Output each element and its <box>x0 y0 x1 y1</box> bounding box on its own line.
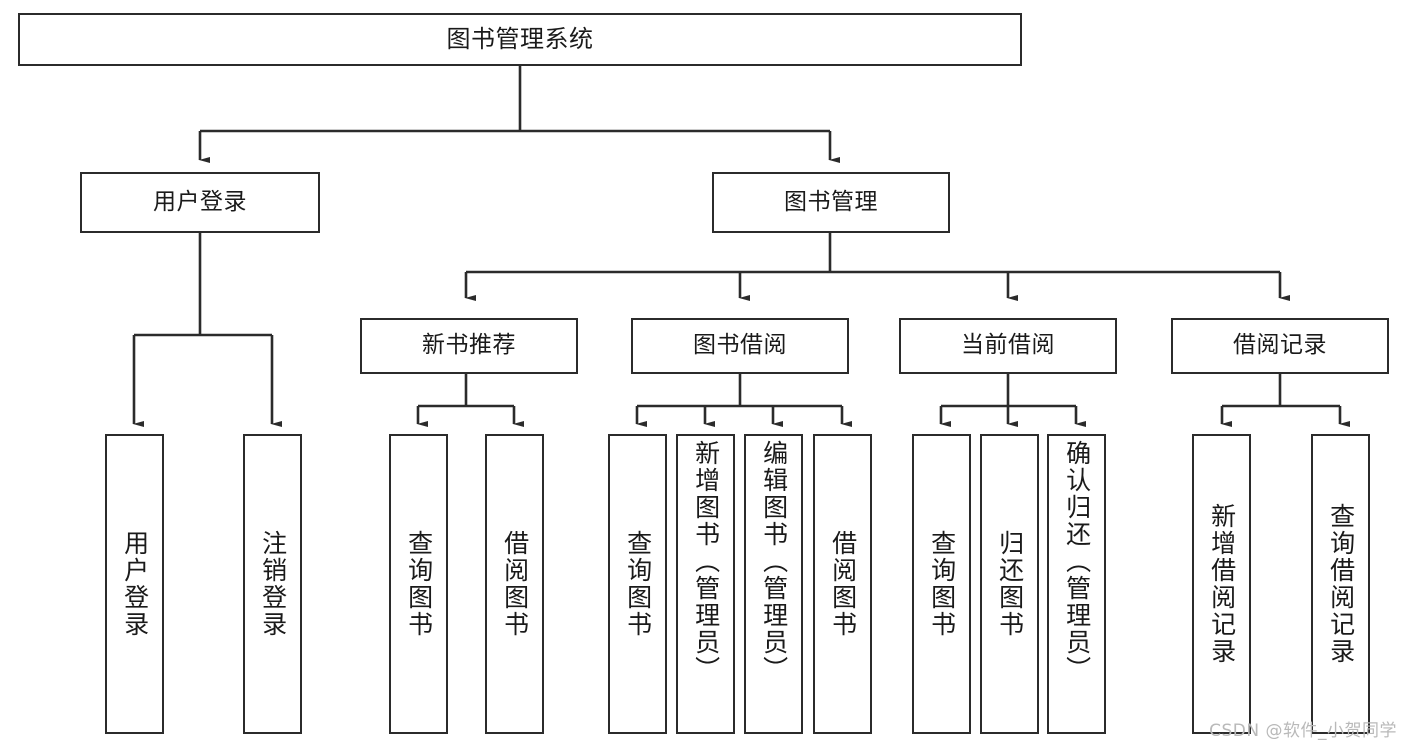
node-label: 新书推荐 <box>422 332 516 359</box>
node-label: 新增借阅记录 <box>1207 503 1237 665</box>
node-root-book-management-system[interactable]: 图书管理系统 <box>18 13 1022 66</box>
leaf-logout-login[interactable]: 注销登录 <box>243 434 302 734</box>
node-label: 用户登录 <box>120 530 150 638</box>
watermark: CSDN @软件_小贺同学 <box>1209 721 1397 741</box>
leaf-add-borrow-record[interactable]: 新增借阅记录 <box>1192 434 1251 734</box>
node-label: 新增图书（管理员） <box>691 440 721 683</box>
node-new-book-recommendation[interactable]: 新书推荐 <box>360 318 578 374</box>
node-label: 查询图书 <box>404 530 434 638</box>
node-label: 查询图书 <box>623 530 653 638</box>
node-label: 归还图书 <box>995 530 1025 638</box>
node-label: 借阅图书 <box>828 530 858 638</box>
node-label: 编辑图书（管理员） <box>759 440 789 683</box>
node-user-login[interactable]: 用户登录 <box>80 172 320 233</box>
leaf-query-borrow-record[interactable]: 查询借阅记录 <box>1311 434 1370 734</box>
node-book-borrow[interactable]: 图书借阅 <box>631 318 849 374</box>
leaf-return-book[interactable]: 归还图书 <box>980 434 1039 734</box>
node-label: 图书借阅 <box>693 332 787 359</box>
leaf-edit-book-admin[interactable]: 编辑图书（管理员） <box>744 434 803 734</box>
leaf-query-book-current[interactable]: 查询图书 <box>912 434 971 734</box>
leaf-borrow-book[interactable]: 借阅图书 <box>813 434 872 734</box>
node-label: 图书管理 <box>784 188 878 215</box>
node-label: 注销登录 <box>258 530 288 638</box>
leaf-borrow-book-new[interactable]: 借阅图书 <box>485 434 544 734</box>
node-borrow-record[interactable]: 借阅记录 <box>1171 318 1389 374</box>
node-label: 借阅记录 <box>1233 332 1327 359</box>
node-label: 图书管理系统 <box>446 25 594 54</box>
leaf-user-login[interactable]: 用户登录 <box>105 434 164 734</box>
node-label: 借阅图书 <box>500 530 530 638</box>
node-label: 确认归还（管理员） <box>1062 440 1092 683</box>
leaf-query-book-borrow[interactable]: 查询图书 <box>608 434 667 734</box>
node-label: 当前借阅 <box>961 332 1055 359</box>
node-current-borrow[interactable]: 当前借阅 <box>899 318 1117 374</box>
node-label: 查询借阅记录 <box>1326 503 1356 665</box>
node-book-management[interactable]: 图书管理 <box>712 172 950 233</box>
leaf-confirm-return-admin[interactable]: 确认归还（管理员） <box>1047 434 1106 734</box>
leaf-query-book-new[interactable]: 查询图书 <box>389 434 448 734</box>
node-label: 用户登录 <box>153 188 247 215</box>
leaf-add-book-admin[interactable]: 新增图书（管理员） <box>676 434 735 734</box>
node-label: 查询图书 <box>927 530 957 638</box>
